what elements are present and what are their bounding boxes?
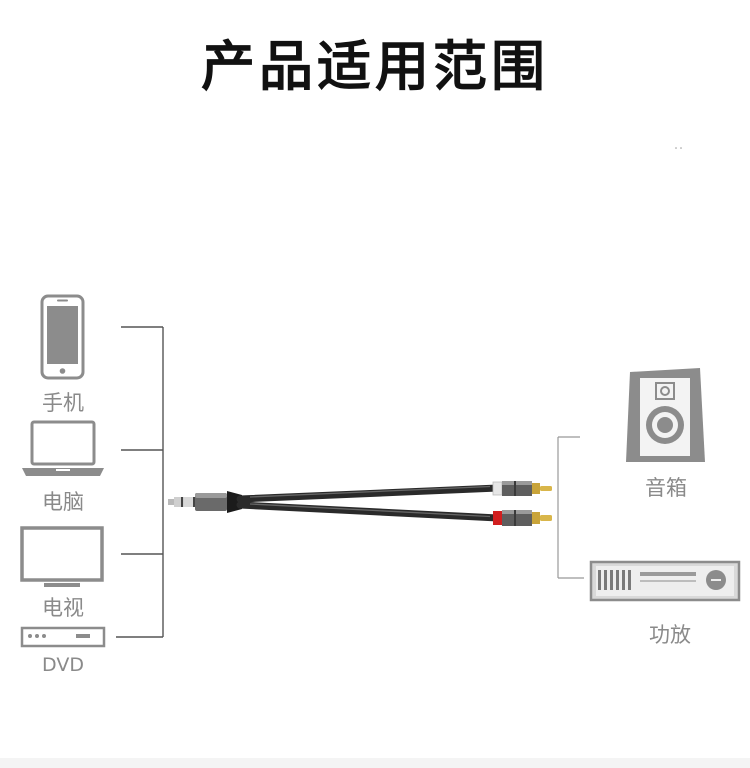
- rca-white-plug: [492, 481, 552, 496]
- bottom-band: [0, 758, 750, 768]
- tv-icon: [20, 526, 104, 587]
- page-title: 产品适用范围: [201, 35, 549, 98]
- amplifier-icon: [589, 560, 741, 602]
- left-bracket: [116, 326, 164, 638]
- label-tv: 电视: [42, 596, 84, 620]
- dvd-player-icon: [20, 626, 106, 648]
- laptop-icon: [22, 420, 104, 476]
- label-computer: 电脑: [42, 490, 84, 514]
- rca-red-plug: [493, 510, 552, 526]
- phone-icon: [40, 294, 85, 380]
- label-dvd: DVD: [42, 654, 84, 676]
- aux-cable: [168, 484, 502, 522]
- right-bracket: [557, 436, 584, 579]
- label-phone: 手机: [42, 391, 84, 415]
- label-speaker: 音箱: [645, 476, 687, 500]
- speaker-icon: [626, 368, 705, 462]
- label-amplifier: 功放: [649, 623, 691, 647]
- decor-dots: [675, 147, 682, 149]
